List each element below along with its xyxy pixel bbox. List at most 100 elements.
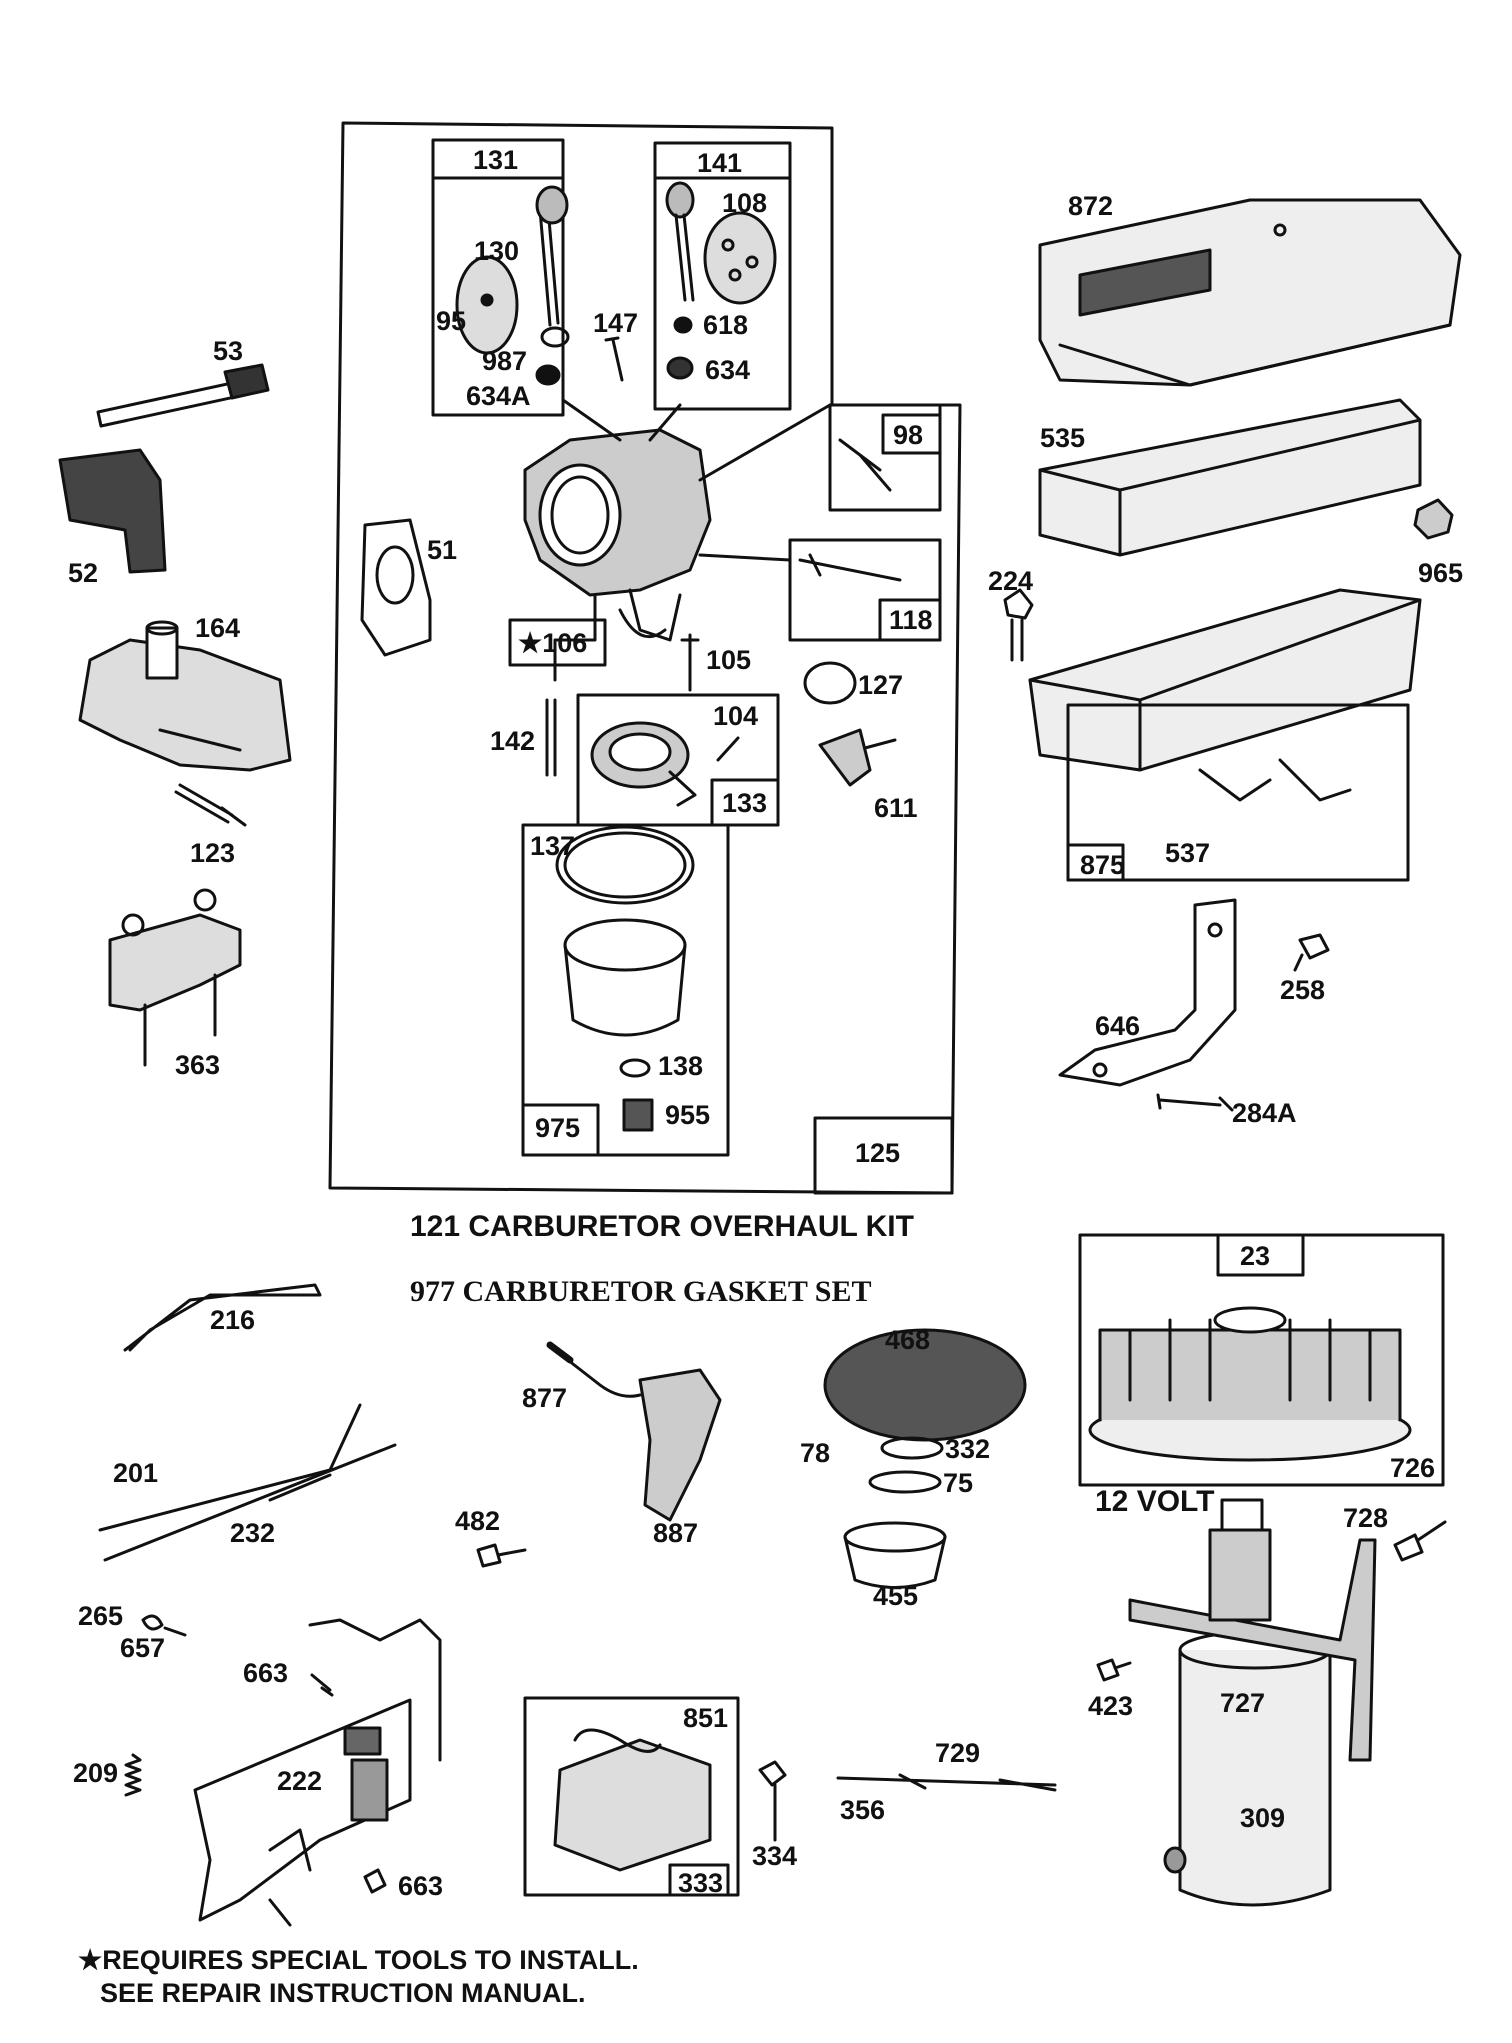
label-727: 727 — [1220, 1688, 1266, 1718]
label-537: 537 — [1165, 838, 1211, 868]
part-51-gasket — [360, 518, 432, 657]
label-482: 482 — [455, 1506, 501, 1536]
label-209: 209 — [73, 1758, 119, 1788]
box-106 — [508, 618, 607, 667]
label-164: 164 — [195, 613, 241, 643]
part-222-control-bracket — [193, 1618, 442, 1927]
box-98 — [828, 403, 942, 512]
part-209-spring — [124, 1753, 142, 1797]
box-118 — [788, 538, 942, 642]
part-851-module — [553, 1728, 712, 1872]
label-53: 53 — [213, 336, 244, 366]
carburetor-body — [523, 398, 832, 682]
part-53-shaft — [96, 363, 270, 428]
box-125-label: 125 — [855, 1138, 901, 1168]
label-877: 877 — [522, 1383, 568, 1413]
part-147-screw — [604, 336, 624, 382]
box-141-label: 141 — [697, 148, 743, 178]
label-634a: 634A — [466, 381, 531, 411]
label-455: 455 — [873, 1581, 919, 1611]
label-334: 334 — [752, 1841, 798, 1871]
box-131-label: 131 — [473, 145, 519, 175]
part-137-gasket — [555, 825, 695, 905]
box-106-label: ★106 — [518, 628, 588, 658]
part-142-tube — [545, 698, 557, 777]
box-875 — [1066, 703, 1410, 882]
part-663-screw-a — [310, 1673, 334, 1697]
part-537-base — [1028, 588, 1422, 802]
label-729: 729 — [935, 1738, 981, 1768]
label-851: 851 — [683, 1703, 729, 1733]
part-138-washer — [619, 1058, 651, 1078]
part-965-nut — [1413, 498, 1454, 540]
part-105-needle — [680, 633, 700, 692]
label-726: 726 — [1390, 1453, 1436, 1483]
part-727-bracket — [1128, 1498, 1377, 1762]
label-224: 224 — [988, 566, 1034, 596]
label-108: 108 — [722, 188, 768, 218]
label-138: 138 — [658, 1051, 704, 1081]
label-646: 646 — [1095, 1011, 1141, 1041]
label-284a: 284A — [1232, 1098, 1297, 1128]
box-23-label: 23 — [1240, 1241, 1271, 1271]
label-201: 201 — [113, 1458, 159, 1488]
part-130-plate — [455, 255, 519, 355]
part-955-screw — [622, 1098, 654, 1132]
label-78: 78 — [800, 1438, 831, 1468]
label-611: 611 — [874, 793, 918, 823]
box-133-label: 133 — [722, 788, 768, 818]
part-455-cup — [843, 1521, 947, 1589]
label-105: 105 — [706, 645, 752, 675]
part-104-pin — [716, 736, 740, 762]
footnote-line-2: SEE REPAIR INSTRUCTION MANUAL. — [100, 1978, 586, 2008]
box-125 — [813, 1116, 954, 1195]
carburetor-kit-outline — [328, 121, 962, 1195]
label-965: 965 — [1418, 558, 1464, 588]
part-872-air-cleaner-cover — [1038, 198, 1462, 387]
part-309-starter-motor — [1163, 1630, 1332, 1907]
label-51: 51 — [427, 535, 458, 565]
part-728-screw — [1393, 1520, 1447, 1562]
part-164-intake — [78, 620, 292, 772]
label-222: 222 — [277, 1766, 323, 1796]
part-141-shaft — [665, 181, 695, 380]
label-987: 987 — [482, 346, 528, 376]
part-611-fitting — [818, 728, 897, 787]
box-131 — [431, 138, 565, 417]
label-123: 123 — [190, 838, 236, 868]
part-482-screw — [476, 1543, 527, 1568]
label-872: 872 — [1068, 191, 1114, 221]
volt-caption: 12 VOLT — [1095, 1485, 1215, 1518]
label-363: 363 — [175, 1050, 221, 1080]
label-663-a: 663 — [243, 1658, 289, 1688]
label-147: 147 — [593, 308, 639, 338]
part-363-bracket — [108, 888, 242, 1067]
part-423-screw — [1096, 1658, 1132, 1682]
label-52: 52 — [68, 558, 99, 588]
part-224-bolt — [1003, 588, 1034, 662]
part-657-clip — [141, 1614, 187, 1637]
part-729-wire — [836, 1773, 1057, 1792]
label-127: 127 — [858, 670, 904, 700]
label-657: 657 — [120, 1633, 166, 1663]
part-216-link — [123, 1283, 322, 1352]
part-127-ring — [803, 661, 857, 705]
part-258-screw — [1293, 933, 1330, 972]
label-535: 535 — [1040, 423, 1086, 453]
label-258: 258 — [1280, 975, 1326, 1005]
gasket-set-caption: 977 CARBURETOR GASKET SET — [410, 1275, 872, 1308]
label-356: 356 — [840, 1795, 886, 1825]
box-98-label: 98 — [893, 420, 924, 450]
label-955: 955 — [665, 1100, 711, 1130]
part-332-washer — [880, 1436, 944, 1460]
part-663-screw-b — [363, 1868, 387, 1894]
label-423: 423 — [1088, 1691, 1134, 1721]
label-232: 232 — [230, 1518, 276, 1548]
overhaul-kit-caption: 121 CARBURETOR OVERHAUL KIT — [410, 1210, 914, 1243]
label-130: 130 — [474, 236, 520, 266]
part-646-bracket — [1058, 898, 1237, 1087]
box-875-label: 875 — [1080, 850, 1126, 880]
part-131-shaft — [535, 185, 570, 386]
